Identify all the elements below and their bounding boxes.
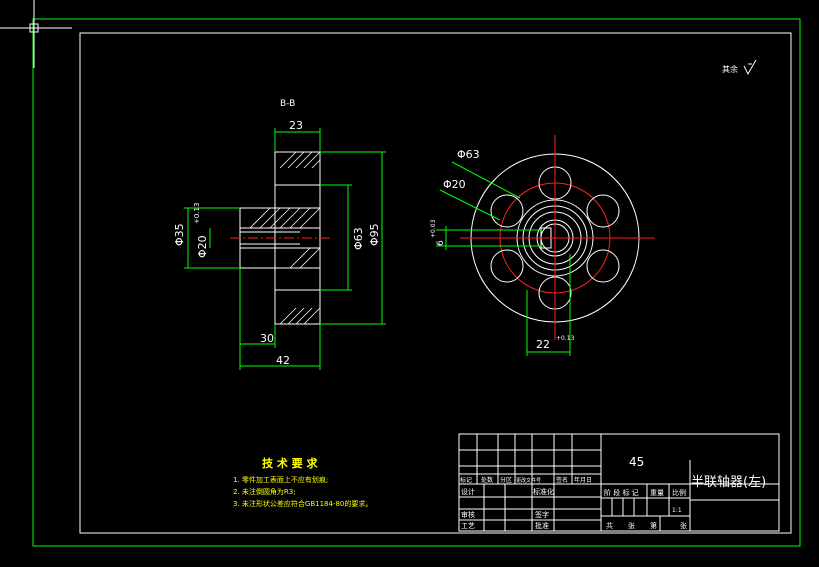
svg-text:共: 共: [606, 521, 613, 530]
svg-text:30: 30: [260, 332, 274, 345]
surface-finish-mark: 其余: [722, 59, 757, 76]
svg-text:第: 第: [650, 521, 657, 530]
svg-text:其余: 其余: [722, 64, 738, 74]
svg-text:42: 42: [276, 354, 290, 367]
svg-text:+0.13: +0.13: [193, 203, 201, 224]
svg-text:处数: 处数: [481, 476, 493, 484]
svg-text:Φ63: Φ63: [457, 148, 480, 161]
svg-text:Φ35: Φ35: [173, 223, 186, 246]
svg-text:Φ95: Φ95: [368, 223, 381, 246]
svg-text:45: 45: [629, 455, 644, 469]
svg-text:批准: 批准: [535, 521, 549, 530]
svg-text:2. 未注倒圆角为R3;: 2. 未注倒圆角为R3;: [233, 487, 296, 496]
svg-text:Φ63: Φ63: [352, 227, 365, 250]
svg-text:工艺: 工艺: [461, 522, 475, 530]
title-block: 45 半联轴器(左) 标记 处数 分区 更改文件号 签名 年月日 设计 标准化 …: [458, 433, 780, 532]
svg-text:标记: 标记: [460, 476, 472, 484]
svg-text:阶 段 标 记: 阶 段 标 记: [604, 488, 639, 497]
svg-text:23: 23: [289, 119, 303, 132]
tech-requirements: 技 术 要 求 1. 零件加工表面上不应有划痕; 2. 未注倒圆角为R3; 3.…: [233, 456, 372, 508]
svg-text:设计: 设计: [461, 487, 475, 496]
svg-text:张: 张: [680, 521, 687, 530]
section-view: [230, 151, 330, 325]
svg-text:3. 未注形状公差应符合GB1184-80的要求。: 3. 未注形状公差应符合GB1184-80的要求。: [233, 499, 372, 508]
front-view: [460, 135, 655, 340]
svg-text:更改文件号: 更改文件号: [516, 477, 541, 484]
svg-text:1:1: 1:1: [672, 507, 682, 514]
svg-text:签字: 签字: [535, 510, 549, 519]
cursor-crosshair: [0, 0, 72, 68]
svg-text:+0.13: +0.13: [556, 335, 575, 342]
svg-text:1. 零件加工表面上不应有划痕;: 1. 零件加工表面上不应有划痕;: [233, 475, 328, 484]
front-dimensions: Φ63 Φ20 6 +0.03 22 +0.13: [430, 148, 575, 356]
svg-text:Φ20: Φ20: [443, 178, 466, 191]
svg-text:比例: 比例: [672, 488, 686, 497]
svg-text:技 术 要 求: 技 术 要 求: [262, 456, 318, 470]
svg-text:审核: 审核: [461, 510, 475, 519]
svg-text:+0.03: +0.03: [430, 219, 437, 238]
section-dimensions: 23 Φ35 Φ20 +0.13 Φ63 Φ95 30 42: [173, 119, 386, 370]
section-label: B-B: [280, 99, 295, 109]
svg-text:标准化: 标准化: [533, 487, 554, 496]
svg-text:签名: 签名: [556, 476, 568, 484]
svg-text:Φ20: Φ20: [196, 235, 209, 258]
inner-frame: [79, 32, 792, 534]
outer-frame: [32, 18, 801, 547]
svg-text:分区: 分区: [500, 476, 512, 484]
svg-text:22: 22: [536, 338, 550, 351]
svg-text:半联轴器(左): 半联轴器(左): [691, 475, 766, 490]
svg-text:重量: 重量: [650, 489, 664, 497]
svg-text:年月日: 年月日: [574, 476, 592, 484]
svg-text:6: 6: [436, 240, 446, 246]
svg-text:张: 张: [628, 521, 635, 530]
